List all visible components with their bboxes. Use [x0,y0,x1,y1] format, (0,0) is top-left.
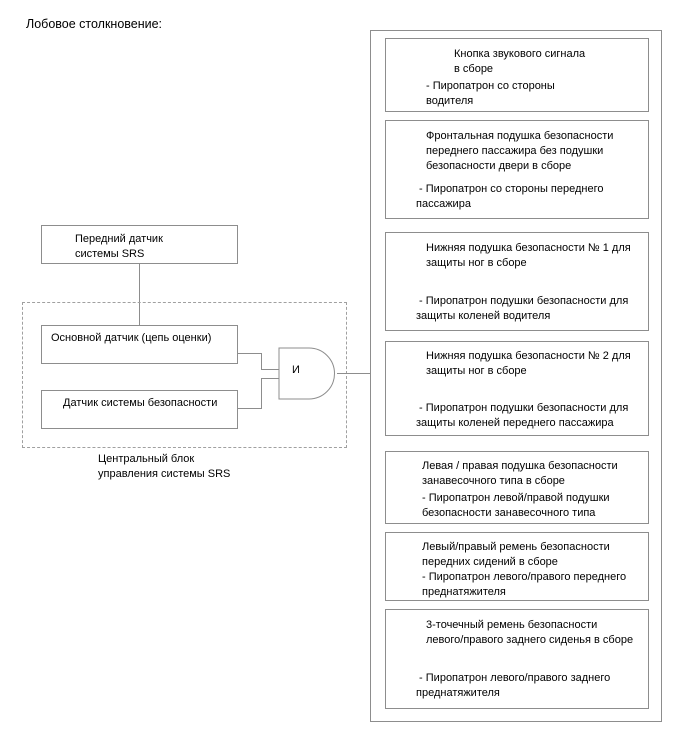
and-gate-label: И [292,364,300,376]
connector-main-sensor-out [238,353,262,354]
output-box-knee-airbag-2: Нижняя подушка безопасности № 2 для защи… [385,341,649,436]
safety-sensor-label: Датчик системы безопасности [63,397,218,409]
output-header: Фронтальная подушка безопасности передне… [426,130,614,172]
output-header: Нижняя подушка безопасности № 1 для защи… [426,242,631,269]
safety-sensor-box: Датчик системы безопасности [41,390,238,429]
connector-safety-sensor-out [238,408,262,409]
outputs-container: Кнопка звукового сигнала в сборе - Пироп… [370,30,662,722]
srs-control-unit-caption: Центральный блок управления системы SRS [98,453,231,480]
output-detail: - Пиропатрон подушки безопасности для за… [416,295,629,322]
output-detail: - Пиропатрон левого/правого переднего пр… [422,571,627,598]
output-box-curtain-airbag: Левая / правая подушка безопасности зана… [385,451,649,524]
output-box-rear-seatbelt: 3-точечный ремень безопасности левого/пр… [385,609,649,709]
connector-front-sensor-to-main-sensor [139,264,140,326]
connector-safety-sensor-to-gate [261,378,279,379]
front-sensor-box: Передний датчик системы SRS [41,225,238,264]
front-sensor-label: Передний датчик системы SRS [75,233,163,260]
connector-safety-sensor-vertical [261,378,262,409]
output-box-horn-button: Кнопка звукового сигнала в сборе - Пироп… [385,38,649,112]
output-detail: - Пиропатрон со стороны переднего пассаж… [416,183,604,210]
connector-main-sensor-to-gate [261,369,279,370]
output-detail: - Пиропатрон левой/правой подушки безопа… [422,492,610,519]
connector-gate-to-outputs [337,373,370,374]
output-box-knee-airbag-1: Нижняя подушка безопасности № 1 для защи… [385,232,649,331]
output-header: Нижняя подушка безопасности № 2 для защи… [426,350,631,377]
output-box-front-passenger-airbag: Фронтальная подушка безопасности передне… [385,120,649,219]
output-header: Кнопка звукового сигнала в сборе [454,48,586,75]
output-detail: - Пиропатрон левого/правого заднего пред… [416,672,611,699]
output-box-front-seatbelt: Левый/правый ремень безопасности передни… [385,532,649,601]
main-sensor-label: Основной датчик (цепь оценки) [51,332,212,344]
srs-control-unit-boundary [22,302,347,448]
output-header: Левый/правый ремень безопасности передни… [422,541,610,568]
output-header: Левая / правая подушка безопасности зана… [422,460,618,487]
output-detail: - Пиропатрон со стороны водителя [426,80,555,107]
main-sensor-box: Основной датчик (цепь оценки) [41,325,238,364]
connector-main-sensor-vertical [261,353,262,370]
output-header: 3-точечный ремень безопасности левого/пр… [426,619,634,646]
and-gate: И [278,347,337,400]
page-title: Лобовое столкновение: [26,17,163,31]
output-detail: - Пиропатрон подушки безопасности для за… [416,402,629,429]
